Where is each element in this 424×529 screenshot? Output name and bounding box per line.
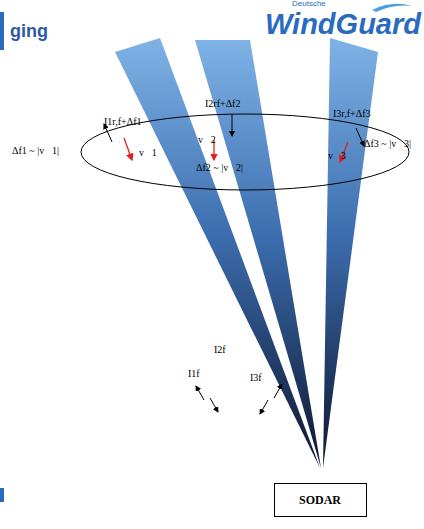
intensity-label: I3f xyxy=(250,372,262,383)
signal-arrow xyxy=(356,128,364,146)
instrument-box: SODAR xyxy=(274,483,367,517)
logo-text: WindGuard xyxy=(265,9,421,41)
right-beam xyxy=(323,38,378,468)
signal-arrow xyxy=(196,386,204,400)
title-fragment: ging xyxy=(10,22,48,42)
vector-label: v⃗1 xyxy=(139,147,157,158)
intensity-label: I1f xyxy=(188,368,200,379)
signal-arrow xyxy=(210,398,218,412)
intensity-label: I2f xyxy=(214,344,226,355)
vector-label: v⃗3 xyxy=(328,150,346,161)
intensity-label: I2rf+Δf2 xyxy=(205,98,240,109)
intensity-label: I3r,f+Δf3 xyxy=(333,108,371,119)
signal-arrow xyxy=(232,114,233,136)
left-beam xyxy=(115,38,320,468)
shift-label: Δf3 ~ |v⃗3| xyxy=(364,138,411,149)
measurement-ellipse xyxy=(81,114,409,190)
vector-label: v⃗2 xyxy=(198,134,216,145)
box-text: SODAR xyxy=(299,493,341,508)
shift-label: Δf2 ~ |v⃗2| xyxy=(196,162,243,173)
header-bar xyxy=(0,12,4,50)
logo-text: Deutsche xyxy=(292,0,326,9)
signal-arrow xyxy=(260,400,268,414)
velocity-arrow xyxy=(124,138,132,160)
middle-beam xyxy=(195,40,321,468)
intensity-label: I1r,f+Δf1 xyxy=(104,116,142,127)
footer-bar xyxy=(0,488,4,502)
shift-label: Δf1 ~ |v⃗1| xyxy=(12,145,59,156)
signal-arrow xyxy=(274,384,282,398)
